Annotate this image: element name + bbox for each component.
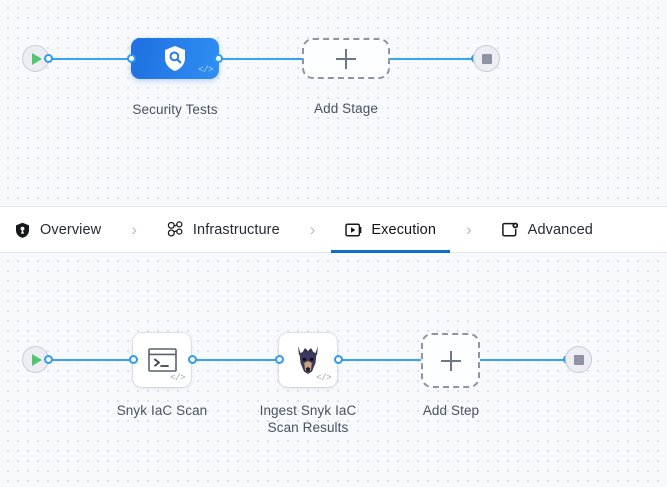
tab-label: Infrastructure — [192, 221, 280, 238]
tab-execution[interactable]: Execution — [331, 207, 450, 253]
node-label-add-stage: Add Stage — [314, 101, 378, 116]
wire-security-to-addstage — [216, 58, 306, 60]
tab-separator: › — [309, 220, 316, 239]
stop-icon — [481, 53, 492, 64]
node-label-security-tests: Security Tests — [132, 102, 218, 117]
window-gear-icon — [501, 221, 519, 238]
terminal-icon — [147, 348, 177, 372]
wire-start-to-snyk — [46, 359, 131, 361]
connector-dot-ingest-in[interactable] — [275, 355, 284, 364]
connector-dot-start-out[interactable] — [44, 54, 53, 63]
tab-label: Execution — [371, 221, 436, 238]
code-badge: </> — [170, 373, 185, 383]
connector-dot-start-out[interactable] — [44, 355, 53, 364]
doberman-icon — [298, 346, 318, 374]
node-ingest-results[interactable]: </> — [279, 333, 337, 387]
tab-advanced[interactable]: Advanced — [488, 207, 607, 253]
node-label-snyk-iac-scan: Snyk IaC Scan — [116, 403, 208, 418]
node-add-stage[interactable] — [302, 38, 390, 79]
tab-overview[interactable]: Overview — [0, 207, 115, 253]
connector-dot-security-out[interactable] — [214, 54, 223, 63]
tab-separator: › — [131, 220, 137, 239]
wire-start-to-security — [46, 58, 136, 60]
stage-end-node[interactable] — [473, 45, 500, 72]
wire-ingest-to-addstep — [337, 359, 422, 361]
stop-icon — [573, 354, 584, 365]
play-icon — [32, 353, 42, 366]
wire-addstage-to-end — [387, 58, 477, 60]
connector-dot-snyk-out[interactable] — [188, 355, 197, 364]
pipeline-tab-bar: Overview › Infrastructure › — [0, 206, 667, 253]
connector-dot-ingest-out[interactable] — [334, 355, 343, 364]
step-canvas[interactable]: </> Snyk IaC Scan </> Ingest Snyk IaC Sc… — [0, 253, 667, 487]
tab-label: Overview — [40, 221, 102, 238]
wire-addstep-to-end — [480, 359, 568, 361]
play-card-icon — [345, 221, 362, 238]
node-security-tests[interactable]: </> — [131, 38, 219, 79]
tab-infrastructure[interactable]: Infrastructure — [153, 207, 294, 253]
code-badge: </> — [198, 65, 213, 75]
shield-search-icon — [165, 46, 185, 71]
play-icon — [32, 52, 42, 65]
node-snyk-iac-scan[interactable]: </> — [133, 333, 191, 387]
tab-label: Advanced — [527, 221, 593, 238]
shield-icon — [14, 221, 31, 238]
node-label-ingest-results: Ingest Snyk IaC Scan Results — [259, 403, 357, 435]
step-end-node[interactable] — [565, 346, 592, 373]
stage-canvas[interactable]: </> Security Tests Add Stage — [0, 0, 667, 206]
plus-icon — [440, 350, 461, 371]
tab-separator: › — [466, 220, 472, 239]
node-label-add-step: Add Step — [422, 403, 480, 418]
wire-snyk-to-ingest — [192, 359, 277, 361]
clover-nodes-icon — [167, 221, 184, 238]
node-add-step[interactable] — [421, 333, 480, 388]
connector-dot-security-in[interactable] — [127, 54, 136, 63]
plus-icon — [336, 48, 356, 69]
code-badge: </> — [316, 373, 331, 383]
connector-dot-snyk-in[interactable] — [129, 355, 138, 364]
